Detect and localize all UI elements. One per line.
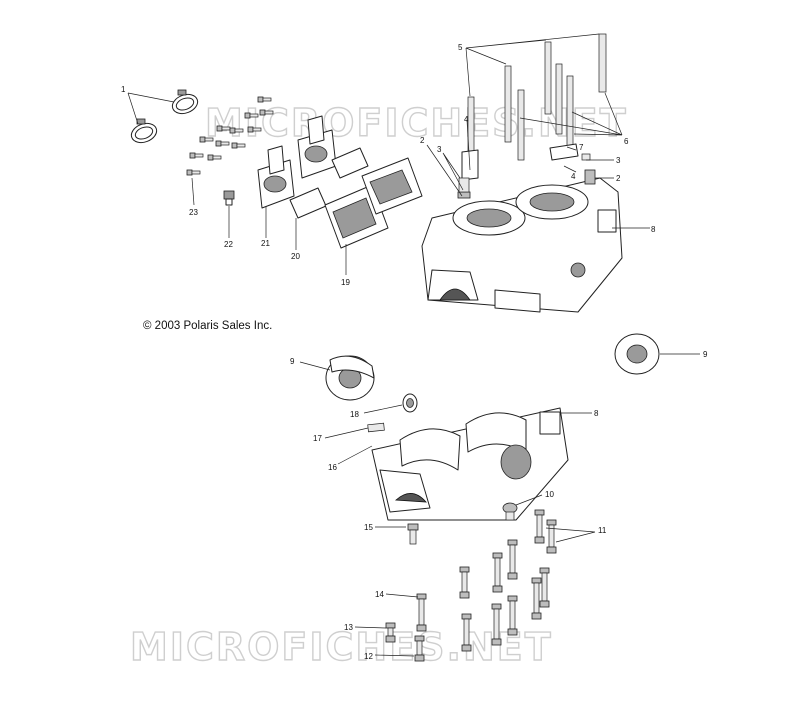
- copyright-notice: © 2003 Polaris Sales Inc.: [143, 320, 272, 332]
- callout-21: 21: [261, 239, 270, 248]
- callout-8: 8: [594, 409, 599, 418]
- callout-2: 2: [616, 174, 621, 183]
- intake-bolts: [186, 96, 274, 176]
- callout-9: 9: [703, 350, 708, 359]
- callout-4: 4: [571, 172, 576, 181]
- case-bolt-15: [407, 523, 419, 545]
- callout-1: 1: [121, 85, 126, 94]
- reed-valve: [324, 157, 423, 249]
- callout-14: 14: [375, 590, 384, 599]
- callout-22: 22: [224, 240, 233, 249]
- callout-10: 10: [545, 490, 554, 499]
- callout-15: 15: [364, 523, 373, 532]
- callout-19: 19: [341, 278, 350, 287]
- bushing: [402, 393, 418, 413]
- crankcase-studs: [467, 33, 607, 161]
- crank-seal-left: [325, 355, 375, 401]
- callout-3: 3: [437, 145, 442, 154]
- callout-12: 12: [364, 652, 373, 661]
- crank-seal-right: [614, 333, 660, 375]
- callout-13: 13: [344, 623, 353, 632]
- callout-8: 8: [651, 225, 656, 234]
- callout-11: 11: [598, 526, 607, 535]
- locating-pin: [367, 422, 385, 433]
- callout-20: 20: [291, 252, 300, 261]
- crankcase-bolts: [385, 509, 557, 662]
- lower-crankcase: [371, 407, 569, 521]
- callout-3: 3: [616, 156, 621, 165]
- callout-23: 23: [189, 208, 198, 217]
- watermark-top: MICROFICHES.NET: [205, 101, 628, 145]
- callout-4: 4: [464, 115, 469, 124]
- upper-crankcase: [421, 177, 623, 313]
- callout-2: 2: [420, 136, 425, 145]
- drain-plug: [502, 502, 518, 521]
- intake-manifold: [257, 115, 337, 209]
- callout-17: 17: [313, 434, 322, 443]
- callout-7: 7: [579, 143, 584, 152]
- callout-18: 18: [350, 410, 359, 419]
- callout-6: 6: [624, 137, 629, 146]
- hose-clamps: [130, 89, 199, 144]
- fitting: [223, 190, 235, 206]
- callout-9: 9: [290, 357, 295, 366]
- watermark-bottom: MICROFICHES.NET: [130, 625, 553, 669]
- callout-5: 5: [458, 43, 463, 52]
- callout-16: 16: [328, 463, 337, 472]
